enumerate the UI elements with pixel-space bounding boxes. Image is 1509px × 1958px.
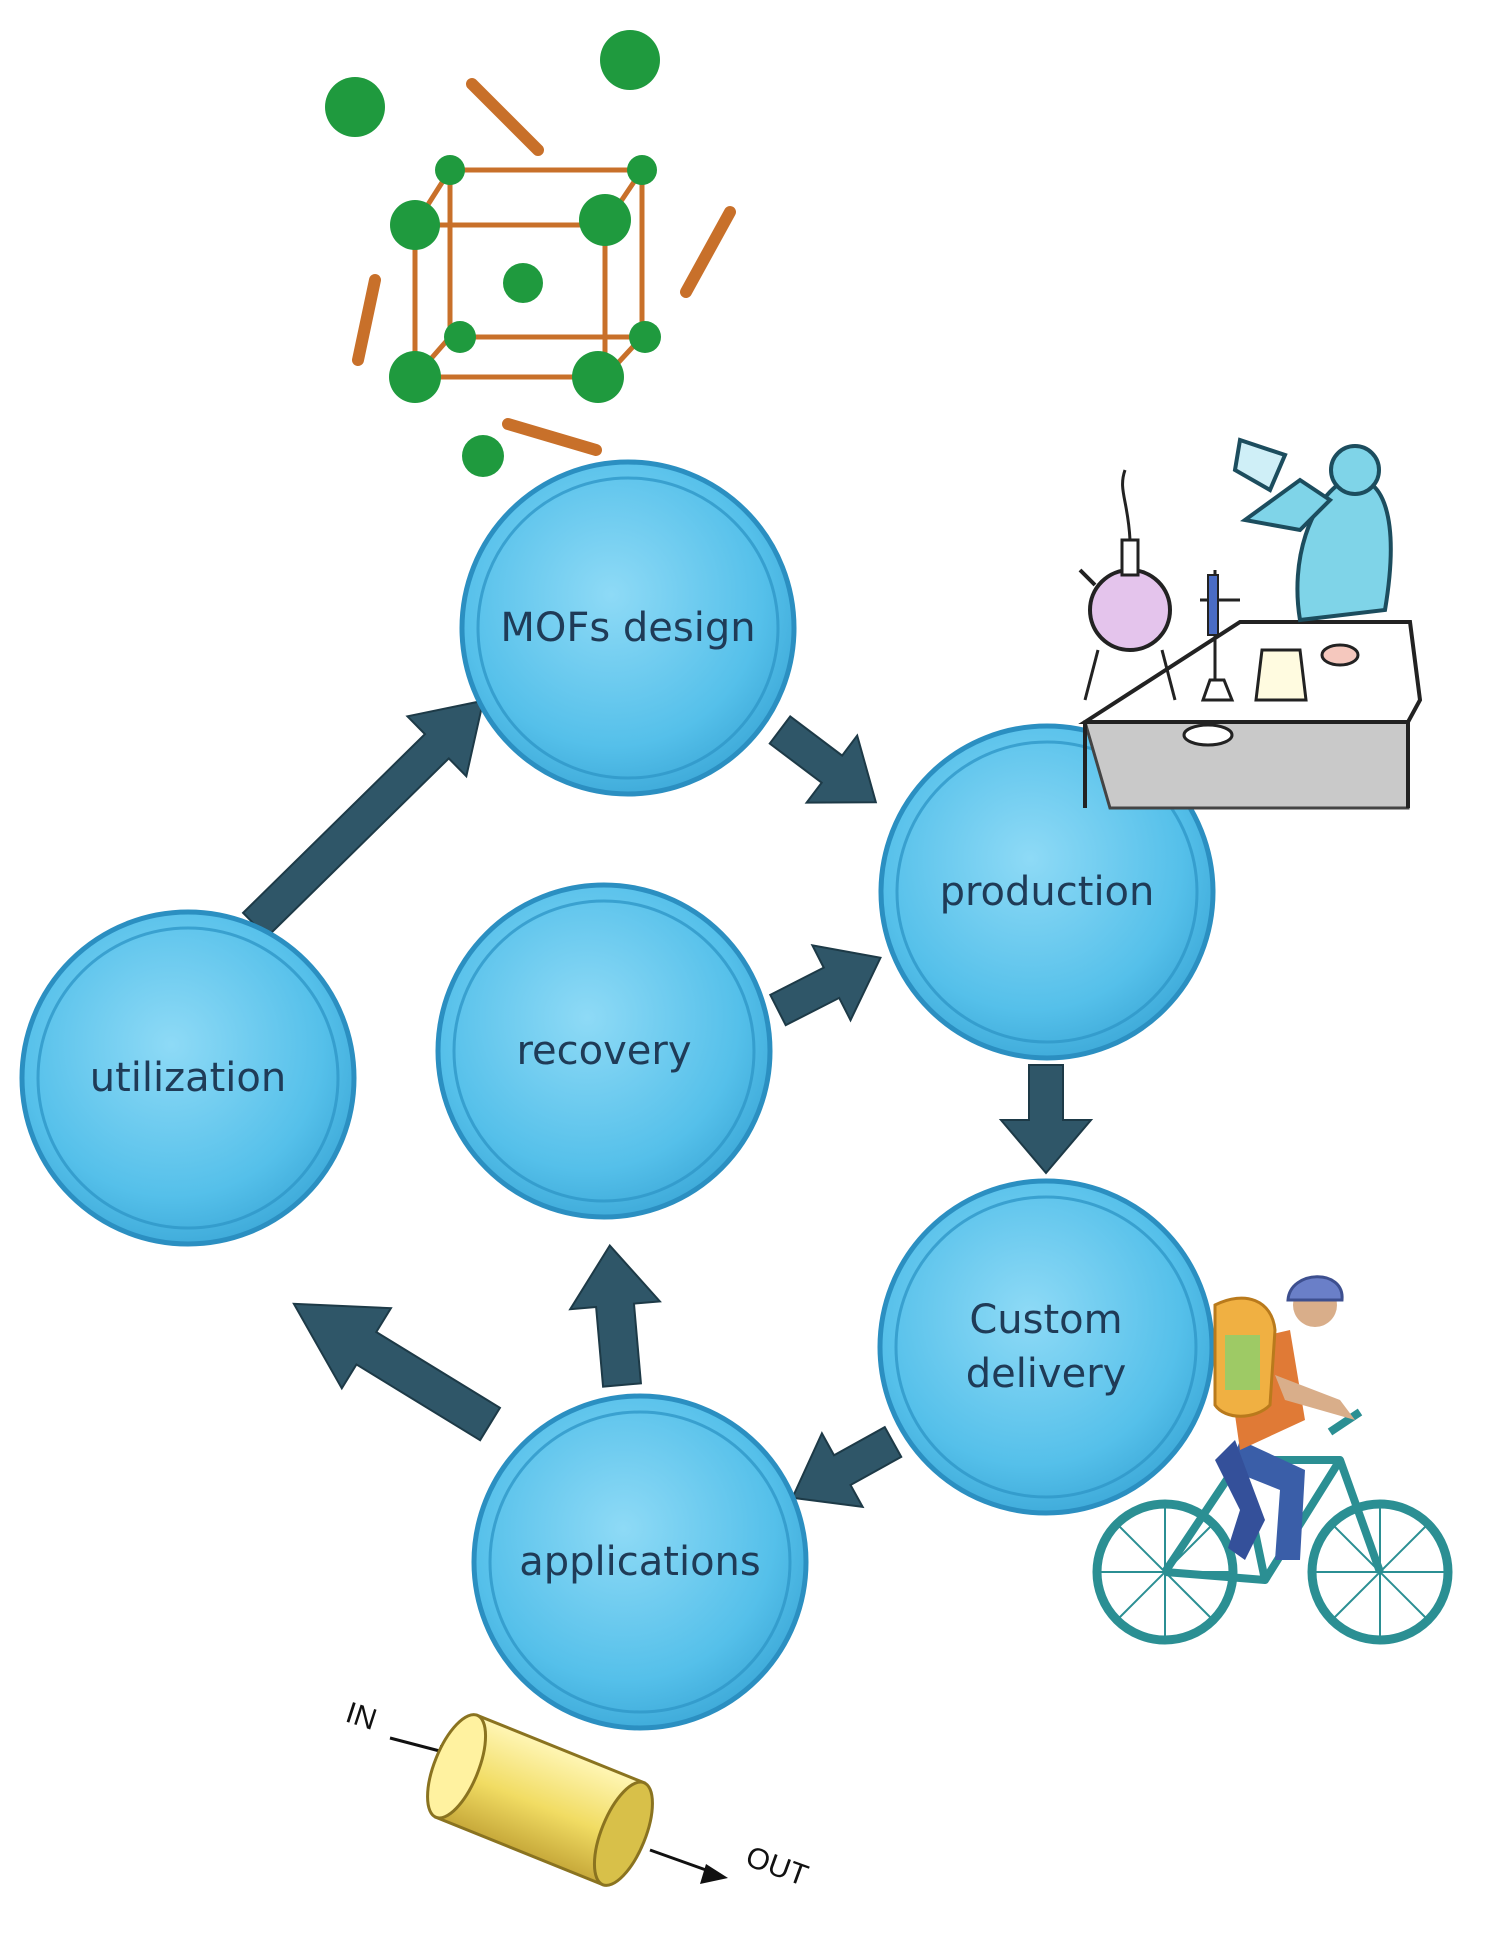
node-recovery: [435, 882, 773, 1220]
label-production: production: [939, 869, 1155, 915]
edge-applications-to-utilization: [292, 1302, 502, 1442]
edge-mofs-design-to-production: [768, 715, 878, 804]
node-utilization: [19, 909, 357, 1247]
edge-production-to-custom-delivery: [998, 1064, 1094, 1175]
edge-recovery-to-production: [768, 943, 882, 1027]
reactor-cylinder-icon: [389, 1713, 728, 1887]
label-recovery: recovery: [516, 1028, 692, 1074]
label-custom-delivery: Custom delivery: [965, 1297, 1127, 1397]
label-applications: applications: [519, 1539, 761, 1585]
label-mofs-design: MOFs design: [500, 605, 756, 651]
edge-applications-to-recovery: [568, 1243, 662, 1388]
edge-utilization-to-mofs-design: [241, 699, 485, 939]
node-applications: [471, 1393, 809, 1731]
label-utilization: utilization: [89, 1055, 287, 1101]
lab-scientist-icon: [1078, 437, 1423, 810]
edge-custom-delivery-to-applications: [790, 1425, 903, 1509]
node-mofs-design: [459, 459, 797, 797]
mof-crystal-icon: [325, 30, 736, 477]
node-custom-delivery: [877, 1178, 1215, 1516]
cyclist-courier-icon: [1092, 1275, 1453, 1645]
